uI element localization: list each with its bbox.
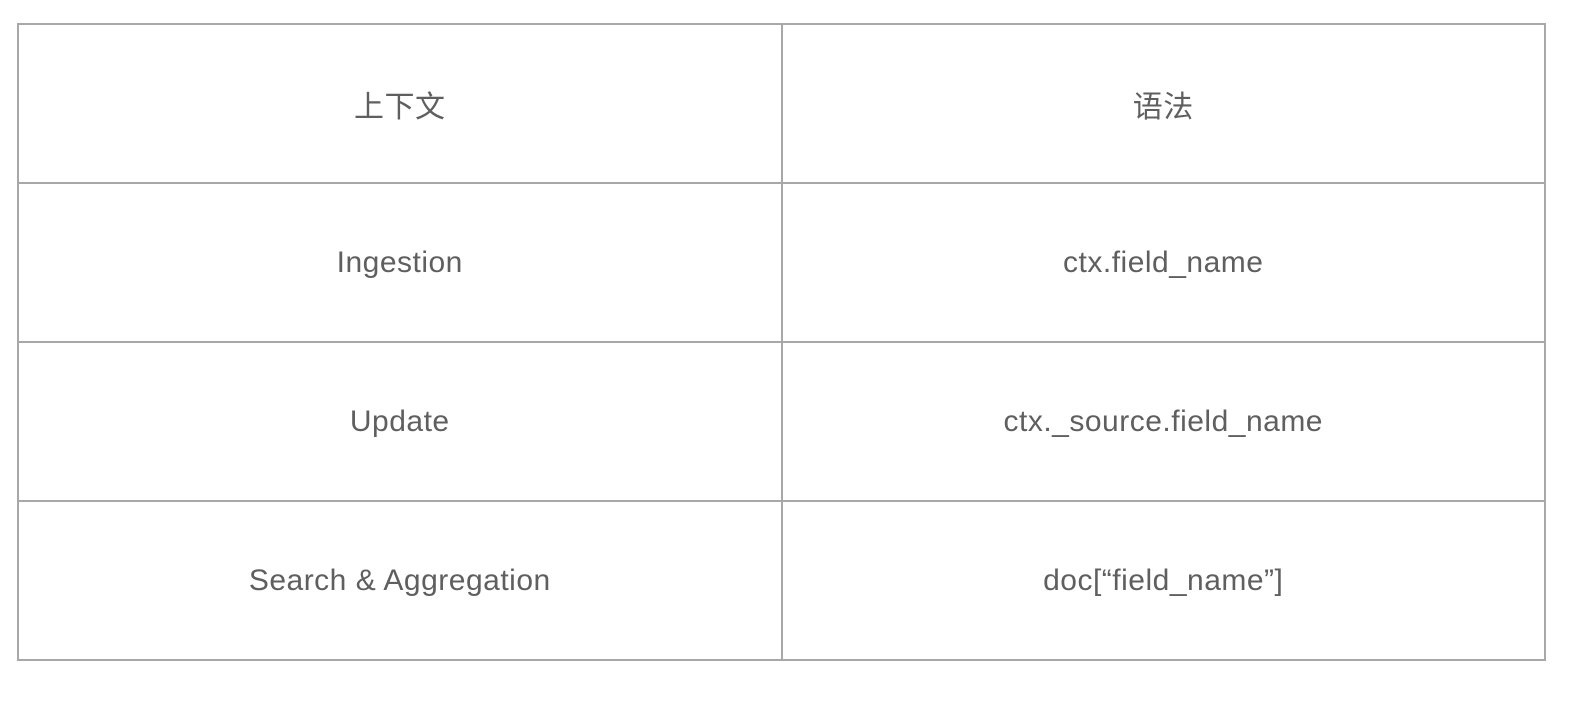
column-header-syntax: 语法 [780, 23, 1546, 184]
context-syntax-table: 上下文 语法 Ingestion ctx.field_name Update c… [17, 23, 1546, 661]
table-row: Search & Aggregation doc[“field_name”] [17, 500, 1546, 661]
header-row: 上下文 语法 [17, 23, 1546, 184]
context-cell: Ingestion [17, 182, 783, 343]
column-header-context: 上下文 [17, 23, 783, 184]
syntax-cell: ctx._source.field_name [780, 341, 1546, 502]
table-row: Ingestion ctx.field_name [17, 182, 1546, 343]
context-cell: Search & Aggregation [17, 500, 783, 661]
syntax-cell: ctx.field_name [780, 182, 1546, 343]
table-row: Update ctx._source.field_name [17, 341, 1546, 502]
context-cell: Update [17, 341, 783, 502]
syntax-cell: doc[“field_name”] [780, 500, 1546, 661]
